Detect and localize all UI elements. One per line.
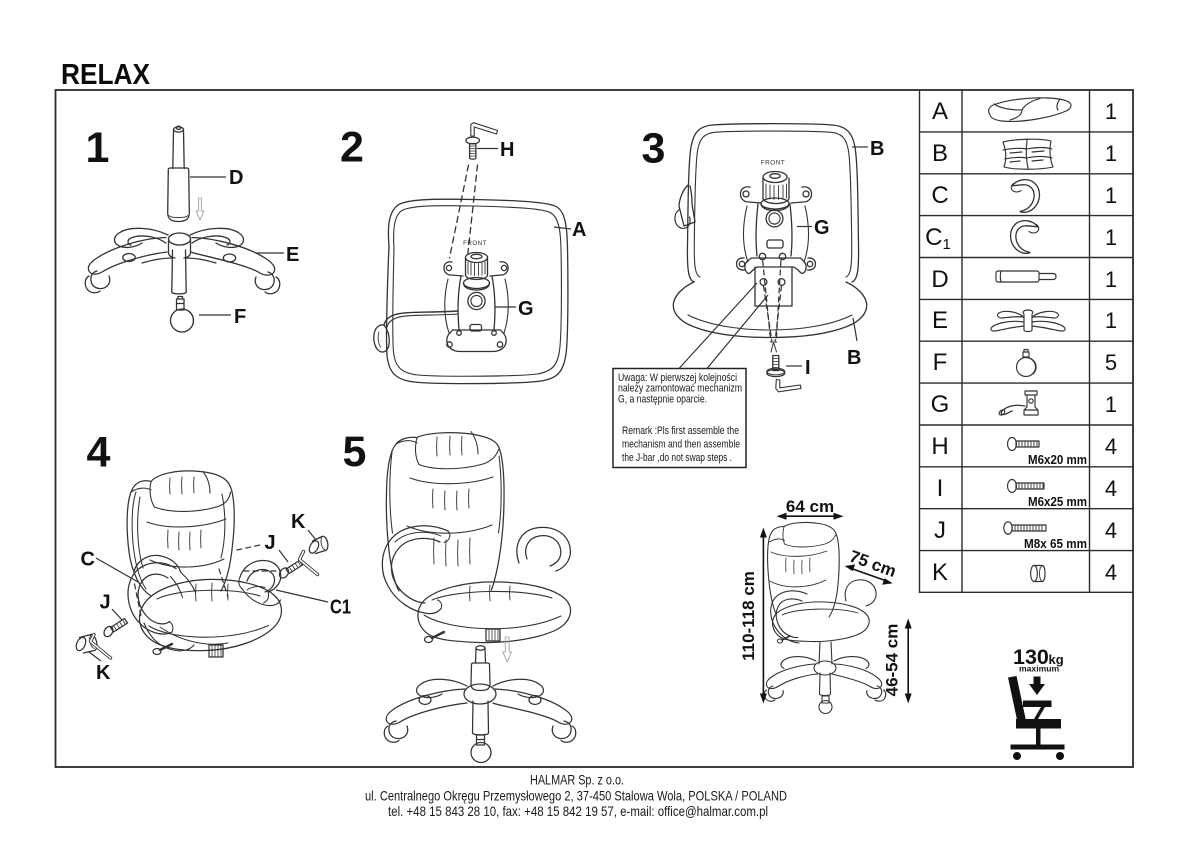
svg-text:H: H [931,433,948,460]
svg-text:3: 3 [642,125,666,173]
svg-text:J: J [265,532,276,554]
svg-text:46-54 cm: 46-54 cm [883,624,902,697]
svg-text:4: 4 [1105,560,1117,585]
svg-text:Remark :Pls first assemble the: Remark :Pls first assemble the [622,425,739,437]
svg-text:110-118 cm: 110-118 cm [739,571,758,661]
svg-text:K: K [291,511,306,533]
svg-text:1: 1 [1105,267,1117,292]
svg-text:F: F [234,306,246,328]
svg-text:B: B [847,347,861,369]
svg-text:5: 5 [343,428,367,476]
svg-text:4: 4 [1105,518,1117,543]
svg-text:maximum: maximum [1019,664,1059,674]
svg-text:2: 2 [340,124,364,172]
svg-text:H: H [500,139,514,161]
svg-text:1: 1 [1105,392,1117,417]
svg-text:5: 5 [1105,350,1117,375]
svg-text:K: K [96,662,111,684]
svg-text:M6x25 mm: M6x25 mm [1028,495,1087,509]
svg-text:130: 130 [1013,645,1049,669]
svg-text:kg: kg [1049,652,1064,667]
svg-text:FRONT: FRONT [761,160,785,167]
svg-text:Uwaga: W pierwszej kolejności: Uwaga: W pierwszej kolejności [618,372,737,384]
svg-text:należy zamontować mechanizm: należy zamontować mechanizm [618,383,742,395]
svg-text:D: D [931,266,948,293]
svg-text:ul. Centralnego Okręgu Przemys: ul. Centralnego Okręgu Przemysłowego 2, … [365,787,787,803]
svg-text:J: J [100,592,111,614]
svg-text:1: 1 [86,124,110,172]
svg-text:M6x20 mm: M6x20 mm [1028,453,1087,467]
svg-text:64 cm: 64 cm [786,497,834,516]
svg-text:1: 1 [1105,225,1117,250]
svg-text:the J-bar ,do not swap steps .: the J-bar ,do not swap steps . [622,452,732,464]
svg-text:tel. +48 15 843 28 10, fax: +4: tel. +48 15 843 28 10, fax: +48 15 842 1… [388,803,768,819]
svg-text:RELAX: RELAX [61,59,151,91]
svg-text:C: C [931,182,948,209]
svg-text:1: 1 [1105,308,1117,333]
svg-text:A: A [572,219,586,241]
svg-text:E: E [286,244,299,266]
svg-text:1: 1 [1105,99,1117,124]
svg-text:D: D [229,167,243,189]
svg-text:I: I [937,475,944,502]
svg-text:FRONT: FRONT [463,240,487,247]
svg-text:G: G [814,217,830,239]
svg-text:4: 4 [1105,476,1117,501]
svg-text:C1: C1 [330,597,351,619]
svg-text:4: 4 [87,429,111,477]
svg-text:B: B [932,140,948,167]
svg-text:1: 1 [1105,183,1117,208]
svg-text:J: J [934,517,946,544]
svg-text:4: 4 [1105,434,1117,459]
svg-text:1: 1 [1105,141,1117,166]
svg-text:K: K [932,559,948,586]
svg-text:mechanism and then assemble: mechanism and then assemble [622,438,740,450]
svg-text:F: F [933,349,948,376]
svg-text:C: C [81,549,95,571]
svg-text:I: I [805,357,811,379]
svg-text:HALMAR Sp. z o.o.: HALMAR Sp. z o.o. [530,772,624,788]
svg-text:E: E [932,307,948,334]
svg-text:A: A [932,98,948,125]
svg-text:M8x 65 mm: M8x 65 mm [1024,537,1087,551]
svg-text:G: G [931,391,950,418]
svg-text:B: B [870,138,884,160]
svg-text:G: G [518,298,534,320]
svg-text:G, a następnie oparcie.: G, a następnie oparcie. [618,393,707,405]
